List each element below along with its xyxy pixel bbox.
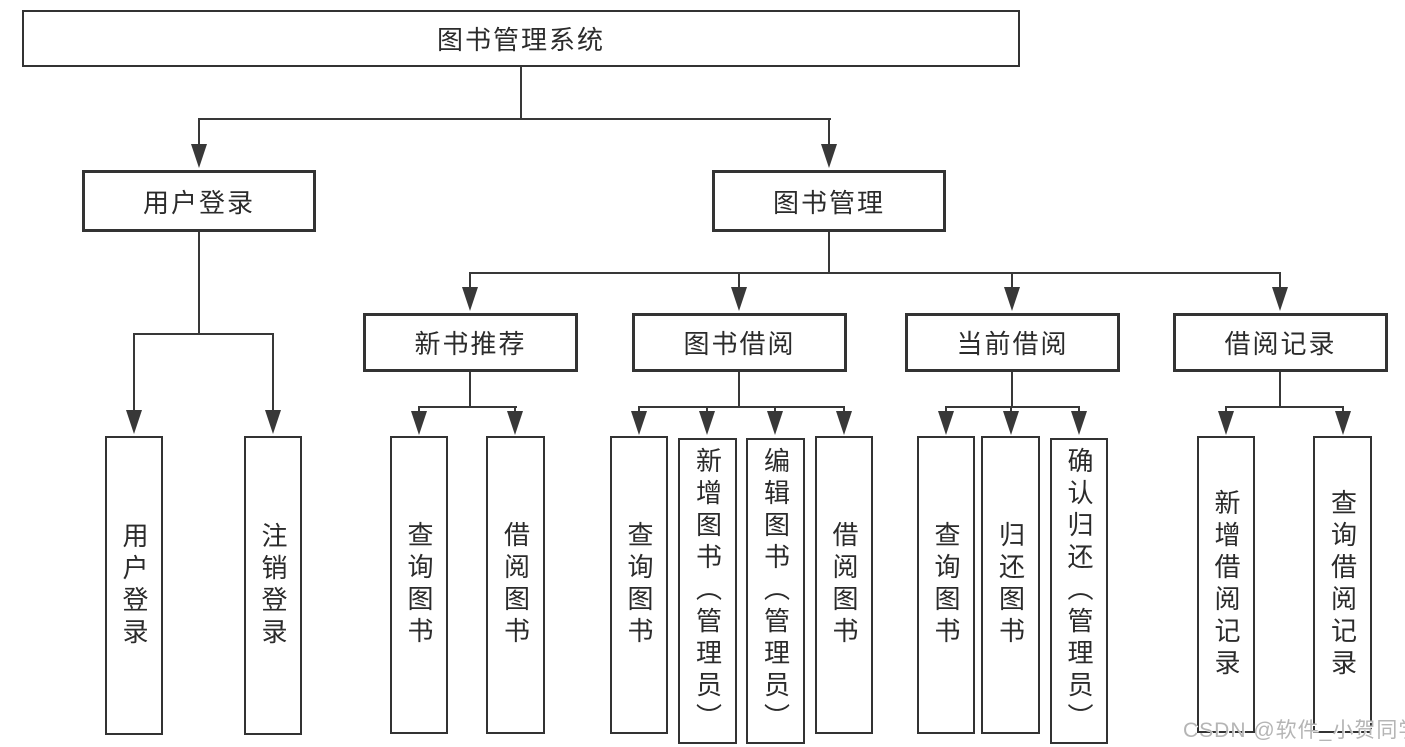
leaf-add-books-admin-label: 新增图书（管理员） [692, 447, 723, 735]
leaf-query-books-label: 查询图书 [931, 521, 961, 649]
leaf-borrow-books-label: 借阅图书 [500, 521, 531, 649]
connector-drop [1342, 406, 1344, 413]
arrowhead-down-icon [699, 411, 715, 435]
node-book-borrowing-label: 图书借阅 [683, 329, 796, 359]
leaf-borrow-books: 借阅图书 [486, 436, 545, 734]
connector-current-stem [1011, 372, 1013, 406]
connector-management-horizontal [470, 272, 1281, 274]
leaf-confirm-return-admin: 确认归还（管理员） [1050, 438, 1108, 744]
leaf-edit-books-admin: 编辑图书（管理员） [746, 438, 805, 744]
connector-drop-borrow-records [1279, 272, 1281, 290]
node-borrow-records: 借阅记录 [1173, 313, 1388, 372]
leaf-add-borrow-record: 新增借阅记录 [1197, 436, 1255, 733]
leaf-user-login: 用户登录 [105, 436, 163, 735]
leaf-return-books: 归还图书 [981, 436, 1040, 734]
node-user-login-label: 用户登录 [142, 187, 255, 218]
connector-drop [945, 406, 947, 413]
arrowhead-down-icon [836, 411, 852, 435]
leaf-query-books: 查询图书 [390, 436, 448, 734]
node-user-login: 用户登录 [82, 170, 316, 232]
leaf-query-books-label: 查询图书 [404, 521, 434, 649]
connector-drop-book-borrow [738, 272, 740, 290]
arrowhead-down-icon [1003, 411, 1019, 435]
connector-drop [638, 406, 640, 413]
connector-records-stem [1279, 372, 1281, 406]
node-book-borrowing: 图书借阅 [632, 313, 847, 372]
leaf-logout: 注销登录 [244, 436, 302, 735]
node-new-book-recommend: 新书推荐 [363, 313, 578, 372]
connector-drop-management [828, 118, 830, 148]
arrowhead-down-icon [1071, 411, 1087, 435]
connector-drop-new-books [469, 272, 471, 290]
connector-management-stem [828, 232, 830, 272]
arrowhead-down-icon [411, 411, 427, 435]
connector-drop [514, 406, 516, 413]
leaf-add-books-admin: 新增图书（管理员） [678, 438, 737, 744]
node-root-system: 图书管理系统 [22, 10, 1020, 67]
connector-drop-current-borrow [1011, 272, 1013, 290]
connector-drop [843, 406, 845, 413]
node-current-borrowing-label: 当前借阅 [956, 329, 1069, 359]
leaf-query-books-label: 查询图书 [624, 521, 654, 649]
arrowhead-down-icon [938, 411, 954, 435]
connector-drop [1225, 406, 1227, 413]
leaf-query-books: 查询图书 [917, 436, 975, 734]
leaf-query-borrow-record-label: 查询借阅记录 [1327, 488, 1358, 681]
node-current-borrowing: 当前借阅 [905, 313, 1120, 372]
connector-drop [1010, 406, 1012, 413]
connector-root-stem [520, 67, 522, 118]
leaf-borrow-books-label: 借阅图书 [829, 521, 859, 649]
arrowhead-down-icon [631, 411, 647, 435]
leaf-edit-books-admin-label: 编辑图书（管理员） [760, 447, 791, 735]
leaf-user-login-label: 用户登录 [119, 521, 149, 650]
arrowhead-down-icon [731, 287, 747, 311]
connector-records-horizontal [1226, 406, 1344, 408]
arrowhead-down-icon [126, 410, 142, 434]
leaf-add-borrow-record-label: 新增借阅记录 [1211, 488, 1241, 681]
leaf-query-books: 查询图书 [610, 436, 668, 734]
arrowhead-down-icon [507, 411, 523, 435]
connector-newbook-stem [469, 372, 471, 406]
connector-borrow-horizontal [639, 406, 845, 408]
arrowhead-down-icon [462, 287, 478, 311]
connector-current-horizontal [946, 406, 1080, 408]
connector-drop-login [198, 118, 200, 148]
csdn-watermark: CSDN @软件_小贺同学 [1183, 719, 1405, 742]
connector-drop [418, 406, 420, 413]
arrowhead-down-icon [1335, 411, 1351, 435]
node-book-management-label: 图书管理 [772, 187, 885, 218]
connector-login-stem [198, 232, 200, 333]
node-root-label: 图书管理系统 [436, 25, 605, 55]
leaf-query-borrow-record: 查询借阅记录 [1313, 436, 1372, 733]
connector-login-horizontal [133, 333, 274, 335]
connector-drop [774, 406, 776, 413]
node-new-book-recommend-label: 新书推荐 [414, 329, 527, 359]
connector-root-horizontal [198, 118, 831, 120]
arrowhead-down-icon [265, 410, 281, 434]
connector-drop-logout [272, 333, 274, 412]
arrowhead-down-icon [1218, 411, 1234, 435]
arrowhead-down-icon [767, 411, 783, 435]
leaf-borrow-books: 借阅图书 [815, 436, 873, 734]
connector-drop-user-login [133, 333, 135, 412]
leaf-confirm-return-admin-label: 确认归还（管理员） [1064, 447, 1094, 735]
connector-newbook-horizontal [419, 406, 517, 408]
leaf-logout-label: 注销登录 [258, 521, 288, 650]
arrowhead-down-icon [1004, 287, 1020, 311]
arrowhead-down-icon [821, 144, 837, 168]
node-book-management: 图书管理 [712, 170, 946, 232]
node-borrow-records-label: 借阅记录 [1224, 329, 1337, 359]
connector-drop [706, 406, 708, 413]
arrowhead-down-icon [191, 144, 207, 168]
leaf-return-books-label: 归还图书 [995, 521, 1026, 649]
connector-borrow-stem [738, 372, 740, 406]
connector-drop [1078, 406, 1080, 413]
arrowhead-down-icon [1272, 287, 1288, 311]
